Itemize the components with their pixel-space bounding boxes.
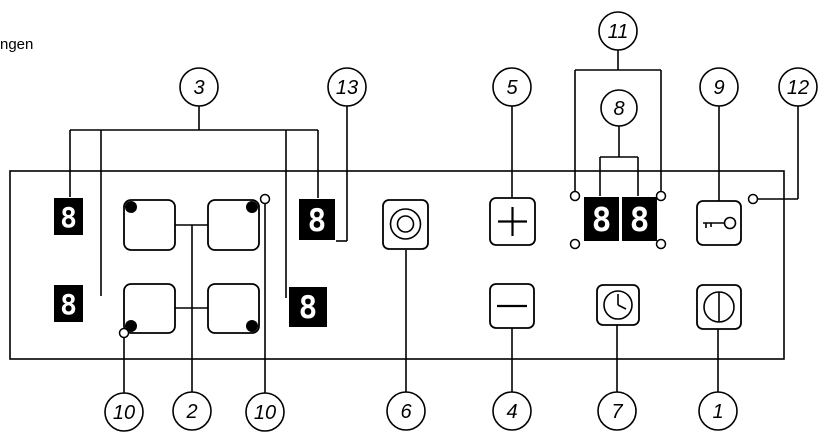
- callout-label-6: 6: [400, 401, 412, 423]
- callout-label-2: 2: [185, 401, 197, 423]
- callout-circle-10-mid: [245, 392, 285, 432]
- indicator-lamp-10-left: [118, 327, 130, 339]
- timer-indicator-lamp: [655, 190, 667, 202]
- callout-circle-11: [598, 11, 638, 51]
- zone-display-rear-right: 8: [308, 203, 327, 239]
- zone-position-dot: [246, 320, 258, 332]
- callout-circle-8: [600, 89, 638, 127]
- callout-circle-10-left: [104, 392, 144, 432]
- callout-label-9: 9: [713, 77, 724, 99]
- timer-indicator-lamp: [569, 238, 581, 250]
- zone-display-front-right: 8: [299, 290, 318, 326]
- indicator-lamp-10-mid: [259, 193, 271, 205]
- boost-button[interactable]: [382, 199, 429, 250]
- timer-button[interactable]: [596, 284, 640, 326]
- callout-label-10-left: 10: [113, 402, 135, 424]
- callout-label-4: 4: [506, 401, 517, 423]
- callout-circle-1: [698, 391, 738, 431]
- lock-indicator-lamp: [747, 193, 759, 205]
- callout-circle-6: [386, 391, 426, 431]
- callout-circle-9: [699, 67, 739, 107]
- zone-position-dot: [125, 320, 137, 332]
- callout-circle-12: [778, 67, 818, 107]
- child-lock-button[interactable]: [696, 200, 742, 246]
- zone-rear-left-button[interactable]: [123, 199, 176, 251]
- callout-circle-7: [597, 391, 637, 431]
- timer-display-digit-1: 8: [592, 200, 612, 239]
- zone-position-dot: [246, 201, 258, 213]
- callout-circle-4: [492, 391, 532, 431]
- callout-label-13: 13: [336, 77, 358, 99]
- callout-label-3: 3: [193, 77, 204, 99]
- control-panel-outline: [9, 170, 785, 360]
- zone-rear-right-button[interactable]: [207, 199, 260, 251]
- timer-indicator-lamp: [569, 190, 581, 202]
- minus-button[interactable]: [489, 283, 535, 329]
- timer-display-digit-2: 8: [630, 200, 650, 239]
- power-icon: [703, 291, 735, 323]
- boost-icon: [389, 208, 422, 240]
- zone-front-left-button[interactable]: [123, 283, 176, 334]
- callout-circle-5: [492, 67, 532, 107]
- zone-front-right-button[interactable]: [207, 283, 260, 334]
- callout-label-8: 8: [613, 98, 624, 120]
- callout-label-5: 5: [506, 77, 518, 99]
- callout-label-1: 1: [712, 401, 723, 423]
- zone-display-front-left: 8: [60, 288, 77, 321]
- callout-label-11: 11: [608, 21, 629, 43]
- zone-display-rear-left: 8: [60, 201, 77, 234]
- header-text-fragment: ngen: [0, 36, 34, 53]
- callout-label-12: 12: [787, 77, 809, 99]
- plus-button[interactable]: [489, 197, 536, 246]
- clock-icon: [603, 290, 633, 320]
- timer-indicator-lamp: [655, 238, 667, 250]
- plus-icon: [498, 207, 527, 236]
- callout-circle-13: [327, 67, 367, 107]
- callout-circle-2: [172, 391, 212, 431]
- callout-circle-3: [179, 67, 219, 107]
- power-button[interactable]: [696, 284, 742, 330]
- callout-label-7: 7: [611, 401, 623, 423]
- zone-position-dot: [125, 201, 137, 213]
- callout-label-10-mid: 10: [254, 402, 276, 424]
- key-icon: [703, 216, 737, 230]
